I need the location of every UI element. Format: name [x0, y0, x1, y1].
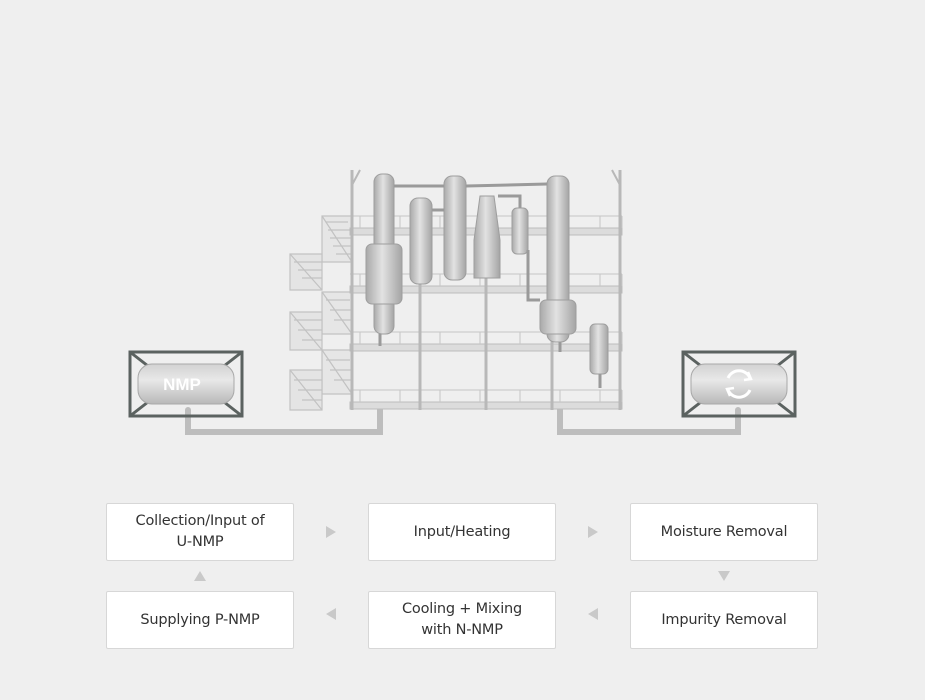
recycle-arrows-icon [725, 369, 753, 399]
tank-label: NMP [163, 375, 201, 394]
step-label: Supplying P-NMP [140, 611, 260, 628]
step-impurity-removal: Impurity Removal [630, 591, 818, 649]
step-label: Input/Heating [413, 523, 511, 540]
arrow-left-icon [588, 608, 598, 620]
step-collection-input: Collection/Input of U-NMP [106, 503, 294, 561]
distillation-columns [365, 173, 609, 375]
arrow-down-icon [718, 571, 730, 581]
step-moisture-removal: Moisture Removal [630, 503, 818, 561]
arrow-right-icon [326, 526, 336, 538]
support-columns [350, 169, 622, 410]
process-piping [378, 182, 602, 388]
arrow-up-icon [194, 571, 206, 581]
recycled-tank-container [681, 350, 797, 418]
step-label: Impurity Removal [661, 611, 787, 628]
arrow-left-icon [326, 608, 336, 620]
step-label: Moisture Removal [660, 523, 788, 540]
connecting-pipes [185, 405, 741, 435]
nmp-tank-container: NMP [128, 350, 244, 418]
nmp-recovery-plant-illustration: NMP [128, 169, 797, 435]
step-supplying-p-nmp: Supplying P-NMP [106, 591, 294, 649]
step-label: Cooling + Mixing with N-NMP [401, 601, 523, 638]
step-cooling-mixing: Cooling + Mixing with N-NMP [368, 591, 556, 649]
staircase [289, 215, 353, 411]
step-label: Collection/Input of U-NMP [135, 513, 265, 550]
step-input-heating: Input/Heating [368, 503, 556, 561]
arrow-right-icon [588, 526, 598, 538]
